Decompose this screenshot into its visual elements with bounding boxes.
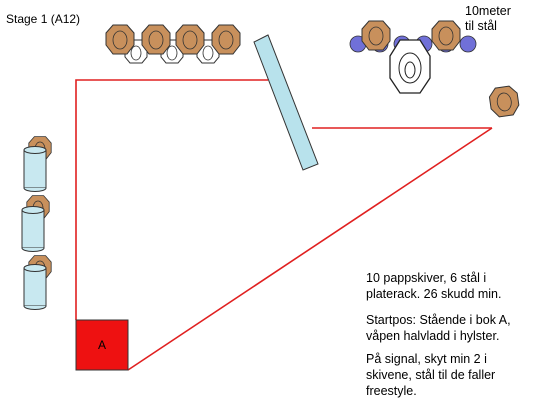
- distance-note-line-1: 10meter: [465, 4, 511, 18]
- shooting-area-boundary: [75, 79, 493, 371]
- barrel: [23, 264, 47, 310]
- steel-plate: [459, 35, 477, 53]
- paper-target: [361, 20, 391, 51]
- description-procedure: På signal, skyt min 2 i skivene, stål ti…: [366, 352, 496, 398]
- no-shoot-target: [196, 39, 220, 64]
- paper-target: [141, 24, 171, 55]
- no-shoot-targets-left: [124, 39, 220, 64]
- paper-target: [211, 24, 241, 55]
- barrel-stack-3: [23, 255, 52, 310]
- distance-note: 10meter til stål: [465, 4, 511, 34]
- distance-note-line-2: til stål: [465, 19, 497, 33]
- paper-target: [431, 20, 461, 51]
- start-box-label: A: [98, 338, 106, 352]
- description-targets: 10 pappskiver, 6 stål i platerack. 26 sk…: [366, 271, 502, 301]
- no-shoot-target: [124, 39, 148, 64]
- barrel-stack-2: [21, 195, 50, 252]
- wall-barricade: [253, 34, 319, 171]
- stage-title: Stage 1 (A12): [6, 12, 81, 26]
- no-shoot-target: [160, 39, 184, 64]
- start-box-a: [75, 319, 129, 371]
- no-shoot-target-large: [389, 39, 431, 94]
- paper-targets-right: [361, 20, 461, 51]
- barrel: [23, 146, 47, 192]
- paper-target-right-side: [487, 84, 521, 119]
- paper-targets-left: [105, 24, 241, 55]
- barrel-stack-1: [23, 136, 52, 192]
- paper-target: [175, 24, 205, 55]
- barrel: [21, 206, 45, 252]
- description-start-position: Startpos: Stående i bok A, våpen halvlad…: [366, 313, 511, 343]
- paper-target: [105, 24, 135, 55]
